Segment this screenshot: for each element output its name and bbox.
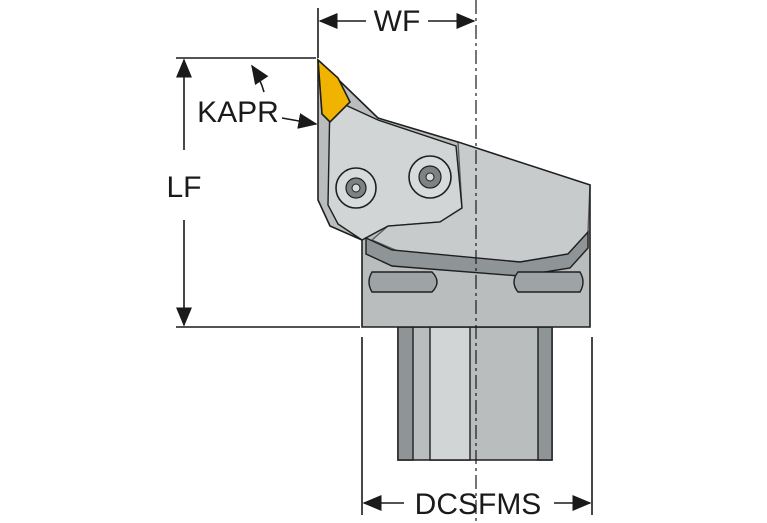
- kapr-dimension: KAPR: [197, 64, 318, 129]
- clamp-screw-left: [335, 167, 377, 209]
- lf-dimension: LF: [166, 58, 202, 327]
- wf-dimension: WF: [318, 5, 476, 38]
- kapr-label: KAPR: [197, 96, 279, 129]
- cutting-insert: [317, 58, 351, 124]
- shank: [397, 326, 553, 461]
- extension-lines: [176, 8, 593, 515]
- dcsfms-dimension: DCSFMS: [362, 488, 592, 521]
- left-groove: [368, 271, 438, 293]
- lf-label: LF: [166, 171, 201, 204]
- wf-label: WF: [374, 5, 421, 38]
- right-groove: [513, 271, 584, 293]
- clamp-screw-right: [408, 155, 452, 199]
- dcsfms-label: DCSFMS: [415, 488, 542, 521]
